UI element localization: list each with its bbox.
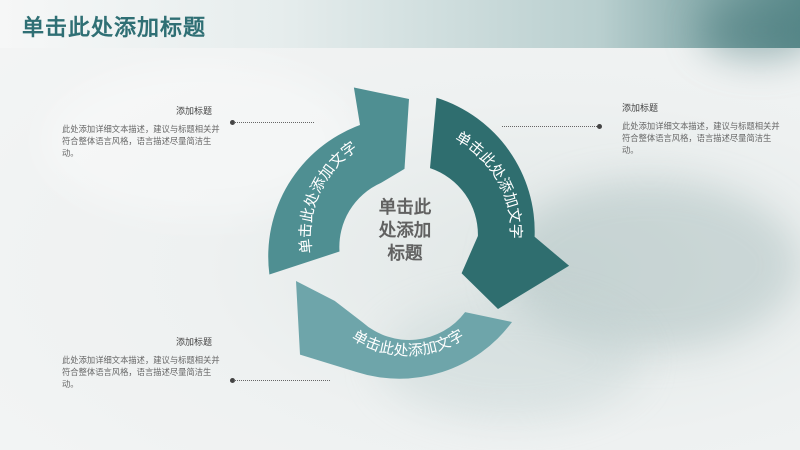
- leader-line: [234, 122, 314, 123]
- cycle-arrow-1[interactable]: [268, 87, 409, 275]
- text-block-body: 此处添加详细文本描述，建议与标题相关并符合整体语言风格，语言描述尽量简洁生动。: [622, 121, 780, 155]
- title-bar: [0, 0, 800, 48]
- leader-dot: [230, 378, 235, 383]
- text-block-heading: 添加标题: [622, 104, 659, 114]
- text-block-heading: 添加标题: [175, 107, 212, 117]
- center-title-line: 单击此: [378, 198, 432, 218]
- text-block-top-left[interactable]: 添加标题 此处添加详细文本描述，建议与标题相关并符合整体语言风格，语言描述尽量简…: [62, 104, 222, 159]
- center-title-line: 标题: [387, 244, 423, 264]
- background-mist: [700, 0, 800, 60]
- text-block-bottom-left[interactable]: 添加标题 此处添加详细文本描述，建议与标题相关并符合整体语言风格，语言描述尽量简…: [62, 335, 222, 390]
- leader-line: [234, 380, 330, 381]
- text-block-body: 此处添加详细文本描述，建议与标题相关并符合整体语言风格，语言描述尽量简洁生动。: [62, 355, 220, 389]
- leader-dot: [597, 124, 602, 129]
- page-title[interactable]: 单击此处添加标题: [22, 16, 207, 41]
- cycle-arrow-2[interactable]: [430, 97, 570, 309]
- center-title-line: 处添加: [378, 221, 432, 241]
- text-block-heading: 添加标题: [175, 338, 212, 348]
- center-title[interactable]: 单击此 处添加 标题: [360, 197, 450, 266]
- leader-dot: [230, 120, 235, 125]
- text-block-body: 此处添加详细文本描述，建议与标题相关并符合整体语言风格，语言描述尽量简洁生动。: [62, 124, 220, 158]
- cycle-arrow-3[interactable]: [296, 281, 512, 379]
- text-block-top-right[interactable]: 添加标题 此处添加详细文本描述，建议与标题相关并符合整体语言风格，语言描述尽量简…: [622, 101, 782, 156]
- leader-line: [502, 126, 597, 127]
